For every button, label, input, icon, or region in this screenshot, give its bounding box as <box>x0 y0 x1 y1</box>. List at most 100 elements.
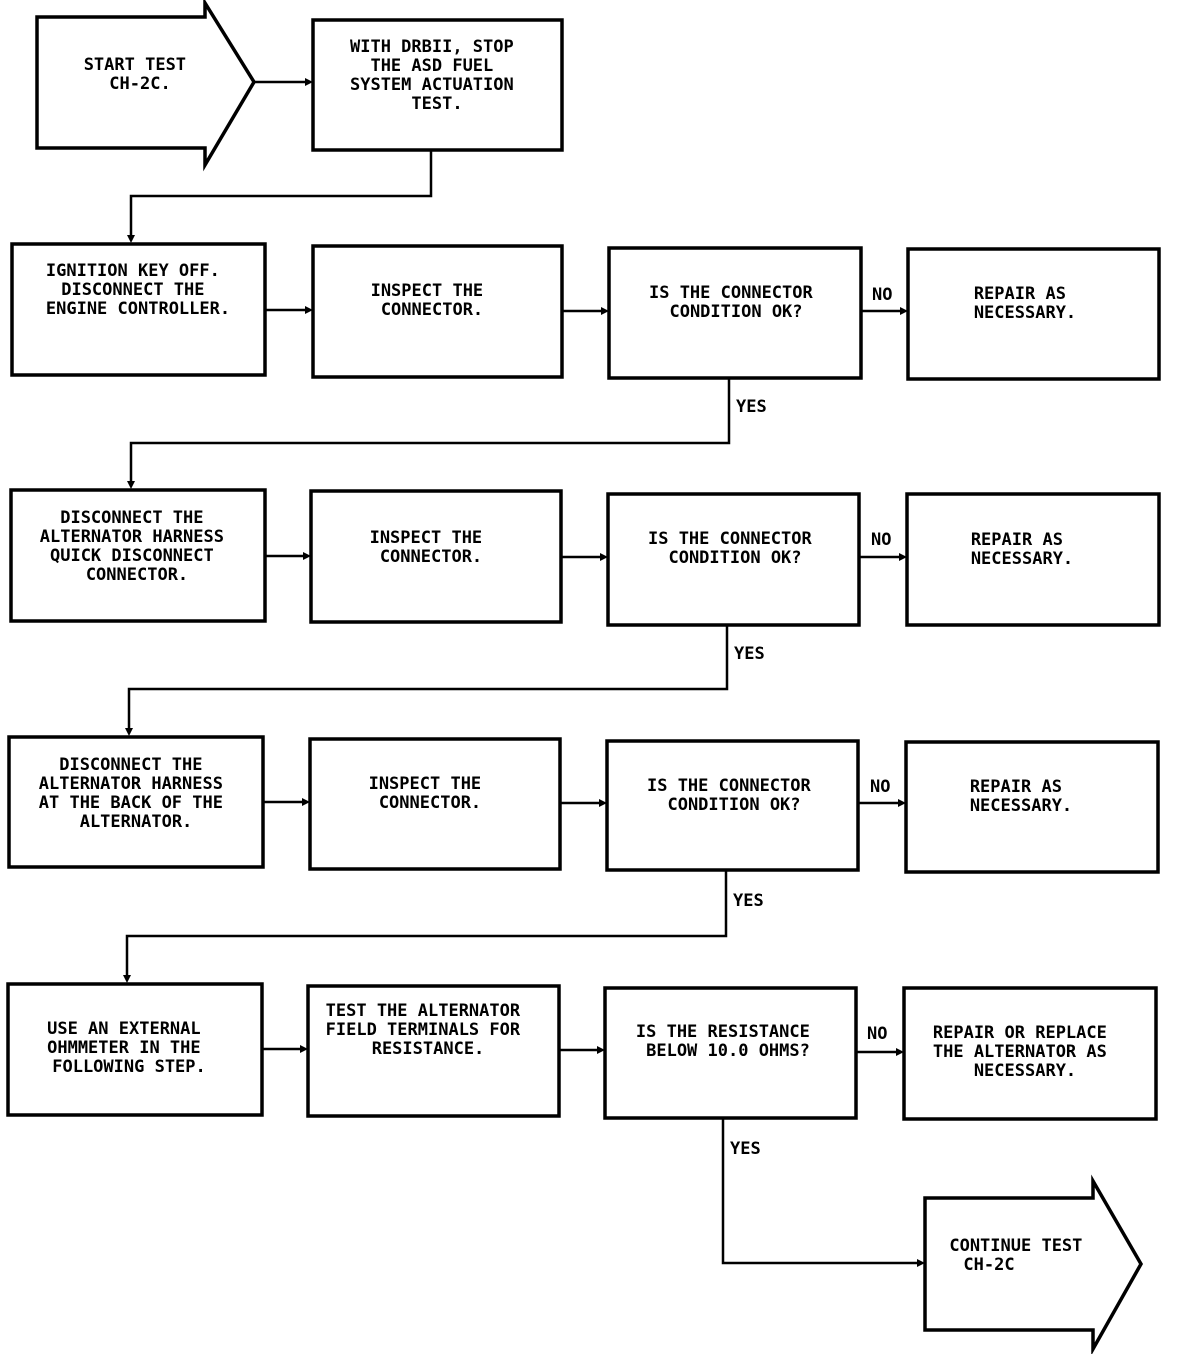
disconnect-quick-box <box>9 488 267 623</box>
svg-text:IS THE CONNECTOR CONDITI: IS THE CONNECTOR CONDITION OK? <box>649 283 823 322</box>
decision-3-line-2: CONDITION OK? <box>667 795 800 815</box>
decision-3-node: IS THE CONNECTOR CONDITION OK? <box>605 739 860 872</box>
svg-text:WITH DRBII, STOP THE ASD: WITH DRBII, STOP THE ASD FUEL SYSTEM ACT… <box>350 37 524 114</box>
repair-3-line-1: REPAIR AS <box>970 777 1062 797</box>
start-line-2: CH-2C. <box>109 74 170 94</box>
decision-2-box <box>606 492 861 627</box>
edge-decision1-yes <box>129 378 731 484</box>
disconnect-back-line-3: AT THE BACK OF THE <box>39 793 223 813</box>
arrowhead <box>896 1048 904 1056</box>
decision-1-node: IS THE CONNECTOR CONDITION OK? <box>607 246 863 380</box>
test-field-box <box>306 984 561 1118</box>
repair-2-node: REPAIR AS NECESSARY. <box>905 492 1161 627</box>
yes-label-3: YES <box>733 891 764 911</box>
arrowhead <box>305 78 313 86</box>
decision-resistance-line-1: IS THE RESISTANCE <box>636 1022 810 1042</box>
disconnect-quick-line-2: ALTERNATOR HARNESS <box>40 527 224 547</box>
arrowhead <box>899 553 907 561</box>
repair-3-node: REPAIR AS NECESSARY. <box>904 740 1160 874</box>
decision-2-line-2: CONDITION OK? <box>668 548 801 568</box>
inspect-3-line-1: INSPECT THE <box>369 774 482 794</box>
decision-1-line-2: CONDITION OK? <box>669 302 802 322</box>
continue-arrow-shape <box>923 1174 1144 1354</box>
inspect-1-line-2: CONNECTOR. <box>381 300 483 320</box>
ignition-off-box <box>10 242 267 377</box>
inspect-1-node: INSPECT THE CONNECTOR. <box>311 244 564 379</box>
arrowhead <box>917 1259 925 1267</box>
disconnect-quick-line-3: QUICK DISCONNECT <box>50 546 214 566</box>
arrowhead <box>303 552 311 560</box>
start-line-1: START TEST <box>84 55 186 75</box>
ohmmeter-line-1: USE AN EXTERNAL <box>47 1019 201 1039</box>
disconnect-quick-line-4: CONNECTOR. <box>86 565 188 585</box>
disconnect-back-node: DISCONNECT THE ALTERNATOR HARNESS AT THE… <box>7 735 265 869</box>
ohmmeter-node: USE AN EXTERNAL OHMMETER IN THE FOLLOWIN… <box>6 982 264 1117</box>
edge-decision2-yes <box>127 625 729 731</box>
decision-3-box <box>605 739 860 872</box>
arrowhead <box>599 799 607 807</box>
edge-stop-to-ignition <box>129 150 433 238</box>
decision-resistance-box <box>603 986 858 1120</box>
svg-text:INSPECT THE CONNECTOR.: INSPECT THE CONNECTOR. <box>369 774 492 813</box>
stop-asd-box <box>311 18 564 152</box>
disconnect-back-line-4: ALTERNATOR. <box>80 812 193 832</box>
stop-asd-line-2: THE ASD FUEL <box>370 56 493 76</box>
arrowhead <box>123 975 131 983</box>
no-label-1: NO <box>872 285 892 305</box>
decision-1-line-1: IS THE CONNECTOR <box>649 283 814 303</box>
repair-replace-line-2: THE ALTERNATOR AS <box>933 1042 1107 1062</box>
edge-decision-resistance-yes <box>721 1118 920 1265</box>
repair-1-line-1: REPAIR AS <box>974 284 1066 304</box>
decision-3-line-1: IS THE CONNECTOR <box>647 776 812 796</box>
arrowhead <box>597 1046 605 1054</box>
arrowhead <box>300 1045 308 1053</box>
inspect-3-box <box>308 737 562 871</box>
inspect-2-box <box>309 489 563 624</box>
arrowhead <box>302 798 310 806</box>
svg-text:IGNITION KEY OFF. DISCON: IGNITION KEY OFF. DISCONNECT THE ENGINE … <box>46 261 230 319</box>
disconnect-quick-node: DISCONNECT THE ALTERNATOR HARNESS QUICK … <box>9 488 267 623</box>
decision-resistance-node: IS THE RESISTANCE BELOW 10.0 OHMS? <box>603 986 858 1120</box>
decision-2-line-1: IS THE CONNECTOR <box>648 529 813 549</box>
arrowhead <box>125 728 133 736</box>
ignition-off-line-1: IGNITION KEY OFF. <box>46 261 220 281</box>
repair-2-box <box>905 492 1161 627</box>
stop-asd-line-3: SYSTEM ACTUATION <box>350 75 514 95</box>
repair-1-line-2: NECESSARY. <box>974 303 1076 323</box>
svg-text:INSPECT THE CONNECTOR.: INSPECT THE CONNECTOR. <box>370 528 493 567</box>
decision-2-node: IS THE CONNECTOR CONDITION OK? <box>606 492 861 627</box>
svg-text:TEST THE ALTERNATOR FIEL: TEST THE ALTERNATOR FIELD TERMINALS FOR … <box>326 1001 531 1059</box>
continue-node: CONTINUE TEST CH-2C <box>923 1174 1144 1354</box>
decision-1-box <box>607 246 863 380</box>
no-label-4: NO <box>867 1024 887 1044</box>
decision-resistance-line-2: BELOW 10.0 OHMS? <box>646 1041 810 1061</box>
svg-text:DISCONNECT THE ALTERNATO: DISCONNECT THE ALTERNATOR HARNESS QUICK … <box>40 508 234 585</box>
svg-text:IS THE CONNECTOR CONDITI: IS THE CONNECTOR CONDITION OK? <box>647 776 821 815</box>
start-arrow-shape <box>35 0 257 172</box>
inspect-1-box <box>311 244 564 379</box>
arrowhead <box>305 306 313 314</box>
inspect-3-node: INSPECT THE CONNECTOR. <box>308 737 562 871</box>
svg-text:REPAIR AS NECESSARY.: REPAIR AS NECESSARY. <box>974 284 1076 323</box>
ignition-off-line-3: ENGINE CONTROLLER. <box>46 299 230 319</box>
inspect-2-node: INSPECT THE CONNECTOR. <box>309 489 563 624</box>
disconnect-back-box <box>7 735 265 869</box>
svg-text:INSPECT THE CONNECTOR.: INSPECT THE CONNECTOR. <box>371 281 494 320</box>
test-field-line-1: TEST THE ALTERNATOR <box>326 1001 521 1021</box>
test-field-line-2: FIELD TERMINALS FOR <box>326 1020 521 1040</box>
stop-asd-node: WITH DRBII, STOP THE ASD FUEL SYSTEM ACT… <box>311 18 564 152</box>
arrowhead <box>900 307 908 315</box>
ohmmeter-line-3: FOLLOWING STEP. <box>52 1057 206 1077</box>
test-field-node: TEST THE ALTERNATOR FIELD TERMINALS FOR … <box>306 984 561 1118</box>
stop-asd-line-4: TEST. <box>411 94 462 114</box>
arrowhead <box>127 481 135 489</box>
continue-line-1: CONTINUE TEST <box>949 1236 1082 1256</box>
inspect-1-line-1: INSPECT THE <box>371 281 484 301</box>
repair-3-line-2: NECESSARY. <box>970 796 1072 816</box>
svg-text:USE AN EXTERNAL OHMMETER: USE AN EXTERNAL OHMMETER IN THE FOLLOWIN… <box>47 1019 211 1077</box>
yes-label-1: YES <box>736 397 767 417</box>
svg-text:IS THE RESISTANCE BELOW: IS THE RESISTANCE BELOW 10.0 OHMS? <box>636 1022 820 1061</box>
arrowhead <box>127 235 135 243</box>
repair-1-box <box>906 247 1161 381</box>
ignition-off-line-2: DISCONNECT THE <box>61 280 204 300</box>
